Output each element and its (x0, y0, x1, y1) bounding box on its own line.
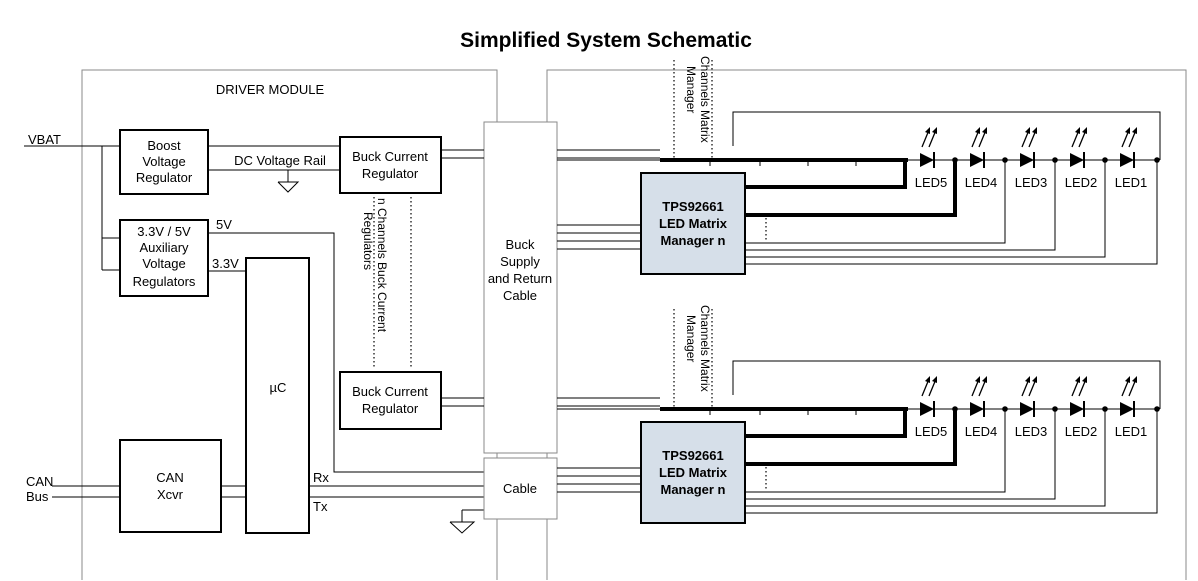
cable-label: Cable (503, 481, 537, 496)
boost-voltage-regulator (119, 129, 209, 195)
svg-text:Manager n: Manager n (660, 482, 725, 497)
rx-tx-wires (309, 485, 484, 498)
svg-text:LED5: LED5 (915, 424, 948, 439)
led-led1-top: LED1 (1115, 127, 1148, 190)
bypass-wire-right-bottom (828, 360, 1161, 409)
5v-wire (208, 232, 520, 473)
bypass-wire-right-top (828, 111, 1161, 160)
boost-label-line1: Boost (147, 138, 181, 153)
svg-text:TPS92661: TPS92661 (662, 448, 723, 463)
led-led4-top: LED4 (965, 127, 998, 190)
buck-top-output-wires (441, 149, 660, 159)
tps92661-ic-bottom (640, 421, 746, 524)
buck-cable-label-line1: Buck (506, 237, 535, 252)
svg-text:LED2: LED2 (1065, 424, 1098, 439)
led-led3-bottom: LED3 (1015, 376, 1048, 439)
boost-label-line3: Regulator (136, 170, 193, 185)
data-cable (483, 457, 558, 520)
microcontroller (245, 257, 310, 534)
buck-cable-label-line2: Supply (500, 254, 540, 269)
can-transceiver (119, 439, 222, 533)
tx-label: Tx (313, 499, 328, 514)
svg-text:LED4: LED4 (965, 175, 998, 190)
svg-text:LED1: LED1 (1115, 175, 1148, 190)
buck-cable-label-line4: Cable (503, 288, 537, 303)
svg-text:LED Matrix: LED Matrix (659, 216, 728, 231)
led5-bypass-top (745, 160, 907, 189)
svg-text:Channels Matrix: Channels Matrix (698, 56, 712, 143)
led5-bypass-bottom (745, 409, 907, 438)
svg-text:LED3: LED3 (1015, 424, 1048, 439)
tps92661-ic-top (640, 172, 746, 275)
svg-text:Channels Matrix: Channels Matrix (698, 305, 712, 392)
boost-label-line2: Voltage (142, 154, 185, 169)
cable-ground-symbol (449, 509, 484, 534)
buck-supply-return-cable (483, 121, 558, 454)
svg-text:LED1: LED1 (1115, 424, 1148, 439)
vbat-label: VBAT (28, 132, 61, 147)
aux-label-line3: Voltage (142, 256, 185, 271)
svg-text:LED5: LED5 (915, 175, 948, 190)
led4-bypass-top (745, 160, 957, 217)
can-xcvr-label-line2: Xcvr (157, 487, 184, 502)
led-led5-top: LED5 (915, 127, 948, 190)
svg-text:Manager n: Manager n (660, 233, 725, 248)
n-channels-buck-label: n Channels Buck Current Regulators (361, 198, 389, 333)
vbat-wiring (24, 145, 120, 271)
led4-bypass-bottom (745, 409, 957, 466)
dc-voltage-rail-wire (208, 145, 340, 193)
5v-label: 5V (216, 217, 232, 232)
svg-text:Manager: Manager (684, 66, 698, 113)
can-bus-wires (52, 485, 246, 498)
microcontroller-label: µC (270, 380, 287, 395)
dc-voltage-rail-label: DC Voltage Rail (234, 153, 326, 168)
svg-text:LED Matrix: LED Matrix (659, 465, 728, 480)
led-led4-bottom: LED4 (965, 376, 998, 439)
can-xcvr-label-line1: CAN (156, 470, 183, 485)
led-led1-bottom: LED1 (1115, 376, 1148, 439)
svg-text:n Channels Buck Current: n Channels Buck Current (375, 198, 389, 333)
bypass-wire-left-top (732, 111, 828, 146)
auxiliary-voltage-regulators (119, 219, 209, 297)
led-led5-bottom: LED5 (915, 376, 948, 439)
schematic-title: Simplified System Schematic (460, 29, 752, 52)
buck-cable-label-line3: and Return (488, 271, 552, 286)
driver-module-label: DRIVER MODULE (216, 82, 325, 97)
can-bus-label-line1: CAN (26, 474, 53, 489)
rx-label: Rx (313, 470, 329, 485)
buck-bottom-label-line2: Regulator (362, 401, 419, 416)
buck-current-regulator-top (339, 136, 442, 194)
svg-text:LED4: LED4 (965, 424, 998, 439)
3v3-label: 3.3V (212, 256, 239, 271)
svg-text:Manager: Manager (684, 315, 698, 362)
buck-top-label-line2: Regulator (362, 166, 419, 181)
svg-text:LED2: LED2 (1065, 175, 1098, 190)
bypass-wire-left-bottom (732, 360, 828, 395)
buck-current-regulator-bottom (339, 371, 442, 430)
led-led2-bottom: LED2 (1065, 376, 1098, 439)
led-led2-top: LED2 (1065, 127, 1098, 190)
aux-label-line1: 3.3V / 5V (137, 224, 191, 239)
can-bus-label-line2: Bus (26, 489, 49, 504)
led-led3-top: LED3 (1015, 127, 1048, 190)
buck-bottom-output-wires (441, 397, 660, 407)
aux-label-line2: Auxiliary (139, 240, 189, 255)
aux-label-line4: Regulators (133, 274, 196, 289)
buck-bottom-label-line1: Buck Current (352, 384, 428, 399)
svg-text:LED3: LED3 (1015, 175, 1048, 190)
buck-top-label-line1: Buck Current (352, 149, 428, 164)
svg-text:Regulators: Regulators (361, 212, 375, 270)
svg-text:TPS92661: TPS92661 (662, 199, 723, 214)
